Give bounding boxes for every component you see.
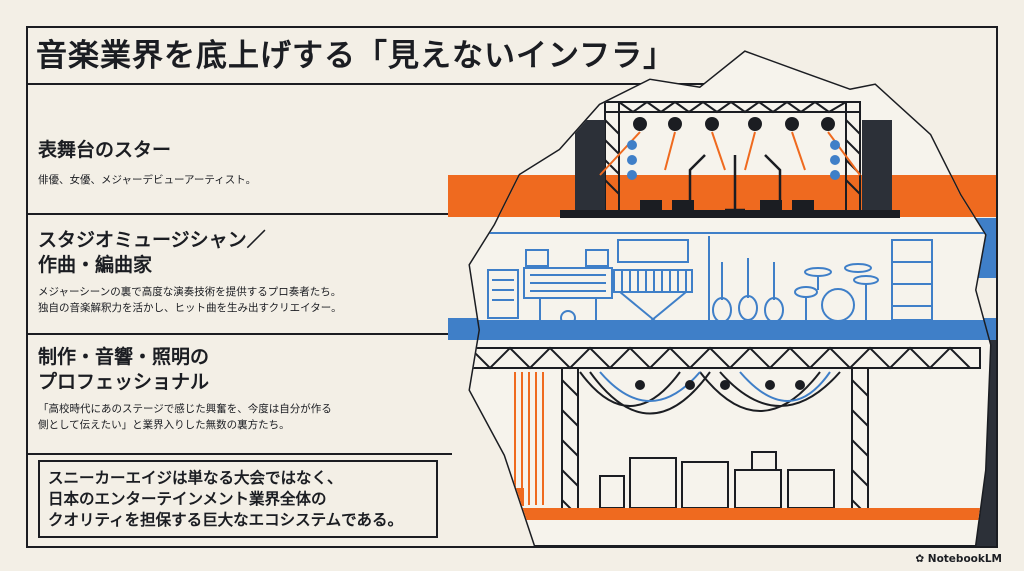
page-title: 音楽業界を底上げする「見えないインフラ」: [36, 38, 676, 74]
mixing-console-icon: [487, 249, 613, 326]
section-production-text-1: 「高校時代にあのステージで感じた興奮を、今度は自分が作る: [38, 403, 332, 415]
backstage-floor: [470, 508, 990, 520]
section-production-heading-1: 制作・音響・照明の: [38, 346, 210, 368]
divider-4: [26, 453, 452, 455]
keyboard-icon: [613, 239, 693, 326]
section-stars: 表舞台のスター 俳優、女優、メジャーデビューアーティスト。: [38, 138, 448, 188]
section-stars-heading: 表舞台のスター: [38, 139, 172, 161]
speaker-right: [862, 120, 892, 210]
notebooklm-logo: ✿ NotebookLM: [915, 553, 1002, 565]
section-studio-heading-2: 作曲・編曲家: [38, 254, 153, 276]
summary-line-1: スニーカーエイジは単なる大会ではなく、: [48, 469, 343, 487]
drum-kit-icon: [794, 263, 879, 325]
summary-line-2: 日本のエンターテインメント業界全体の: [48, 490, 327, 508]
divider-2: [26, 213, 452, 215]
stage-floor: [560, 210, 900, 218]
summary-line-3: クオリティを担保する巨大なエコシステムである。: [48, 511, 403, 529]
section-production-heading-2: プロフェッショナル: [38, 371, 210, 393]
section-stars-text: 俳優、女優、メジャーデビューアーティスト。: [38, 174, 257, 186]
stage-lights-icon: [599, 117, 861, 180]
outer-frame: [26, 26, 998, 548]
section-studio-text-1: メジャーシーンの裏で高度な演奏技術を提供するプロ奏者たち。: [38, 286, 342, 298]
speaker-left: [575, 120, 605, 210]
section-studio: スタジオミュージシャン／ 作曲・編曲家 メジャーシーンの裏で高度な演奏技術を提供…: [38, 228, 448, 316]
summary-box: スニーカーエイジは単なる大会ではなく、 日本のエンターテインメント業界全体の ク…: [38, 460, 438, 538]
studio-floor: [470, 320, 990, 340]
section-production-text-2: 側として伝えたい」と業界入りした無数の裏方たち。: [38, 419, 290, 431]
divider-1: [26, 83, 712, 85]
microphone-icon: [688, 154, 782, 212]
section-production: 制作・音響・照明の プロフェッショナル 「高校時代にあのステージで感じた興奮を、…: [38, 345, 448, 433]
divider-3: [26, 333, 452, 335]
section-studio-text-2: 独自の音楽解釈力を活かし、ヒット曲を生み出すクリエイター。: [38, 302, 342, 314]
notebooklm-logo-icon: ✿: [915, 553, 928, 565]
section-studio-heading-1: スタジオミュージシャン／: [38, 229, 266, 251]
flight-case-icon: [599, 451, 835, 509]
logo-text: NotebookLM: [927, 553, 1002, 565]
